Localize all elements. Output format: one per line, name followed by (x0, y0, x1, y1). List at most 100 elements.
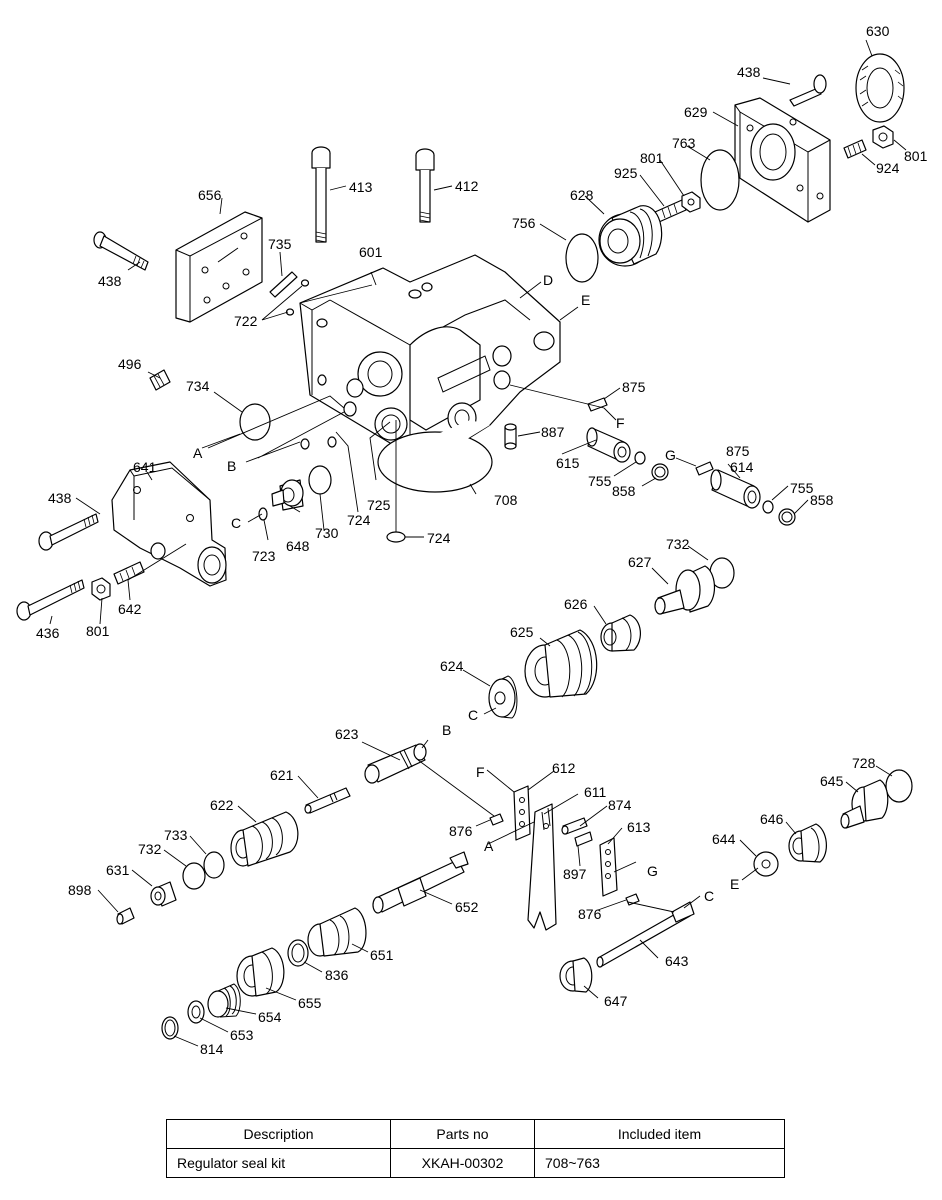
label-E2: E (730, 876, 739, 892)
part-628-piston (598, 205, 663, 267)
part-925-setscrew (654, 199, 687, 223)
part-734-oring (239, 403, 271, 441)
part-413-bolt (311, 146, 331, 243)
label-732-upper: 732 (666, 536, 690, 552)
part-732-oring-lower (182, 862, 206, 890)
label-B2: B (442, 722, 451, 738)
label-722: 722 (234, 313, 258, 329)
part-labels: 630 438 629 763 801 801 925 924 628 756 … (36, 23, 928, 1057)
label-A: A (193, 445, 203, 461)
label-756: 756 (512, 215, 536, 231)
label-645: 645 (820, 773, 844, 789)
label-E: E (581, 292, 590, 308)
label-724-upper: 724 (347, 512, 371, 528)
part-656-cover-plate (175, 211, 263, 323)
label-631: 631 (106, 862, 130, 878)
label-887: 887 (541, 424, 565, 440)
part-874-pin (561, 817, 588, 835)
label-412: 412 (455, 178, 479, 194)
label-836: 836 (325, 967, 349, 983)
label-724-lower: 724 (427, 530, 451, 546)
label-C3: C (704, 888, 714, 904)
part-438-bolt-top (789, 74, 827, 107)
exploded-parts-diagram: 630 438 629 763 801 801 925 924 628 756 … (16, 23, 928, 1057)
part-621-pin (304, 787, 351, 814)
label-646: 646 (760, 811, 784, 827)
label-615: 615 (556, 455, 580, 471)
part-651-sleeve (307, 907, 367, 957)
part-723-oring (258, 507, 268, 521)
part-755-oring-upper (634, 451, 646, 465)
part-898-pin (116, 907, 135, 925)
label-642: 642 (118, 601, 142, 617)
part-801-nut-mid (681, 191, 701, 213)
part-875-pin-lower (695, 461, 714, 476)
label-648: 648 (286, 538, 310, 554)
part-897-pin (574, 831, 593, 847)
header-included-item: Included item (534, 1119, 785, 1149)
label-647: 647 (604, 993, 628, 1009)
label-G: G (665, 447, 676, 463)
label-438-top: 438 (737, 64, 761, 80)
part-654-spring (207, 983, 241, 1018)
part-924-setscrew (843, 139, 867, 159)
part-630-ring-nut (855, 53, 905, 123)
label-436: 436 (36, 625, 60, 641)
label-733: 733 (164, 827, 188, 843)
part-438-bolt-left-top (93, 231, 149, 271)
header-parts-no: Parts no (390, 1119, 535, 1149)
part-436-bolt (16, 579, 85, 621)
label-875-lower: 875 (726, 443, 750, 459)
part-875-pin-upper (587, 397, 608, 412)
label-627: 627 (628, 554, 652, 570)
cell-description: Regulator seal kit (166, 1148, 391, 1178)
cell-included-item: 708~763 (534, 1148, 785, 1178)
label-438-left-top: 438 (98, 273, 122, 289)
part-611-lever (527, 803, 557, 931)
label-924: 924 (876, 160, 900, 176)
label-D: D (543, 272, 553, 288)
label-496: 496 (118, 356, 142, 372)
part-643-rod (596, 901, 695, 968)
part-496-plug (149, 369, 171, 391)
part-614-sleeve (710, 469, 761, 509)
label-438-left-mid: 438 (48, 490, 72, 506)
label-621: 621 (270, 767, 294, 783)
label-413: 413 (349, 179, 373, 195)
part-615-sleeve (586, 427, 631, 463)
label-725: 725 (367, 497, 391, 513)
part-412-bolt (415, 148, 435, 223)
part-722-orings (285, 279, 310, 316)
part-647-seal (559, 957, 593, 993)
part-730-oring (308, 465, 332, 495)
part-438-bolt-left-mid (38, 513, 99, 551)
part-708-gasket (377, 420, 493, 493)
label-763: 763 (672, 135, 696, 151)
label-801-left: 801 (86, 623, 110, 639)
part-733-oring (203, 851, 225, 879)
label-734: 734 (186, 378, 210, 394)
label-652: 652 (455, 899, 479, 915)
label-655: 655 (298, 995, 322, 1011)
label-735: 735 (268, 236, 292, 252)
part-623-spool (364, 743, 427, 784)
part-887-plug (504, 423, 517, 450)
leader-lines (49, 39, 907, 1047)
seal-kit-table: Description Parts no Included item Regul… (166, 1119, 785, 1178)
label-626: 626 (564, 596, 588, 612)
label-875-upper: 875 (622, 379, 646, 395)
label-601: 601 (359, 244, 383, 260)
label-B: B (227, 458, 236, 474)
label-623: 623 (335, 726, 359, 742)
label-732-lower: 732 (138, 841, 162, 857)
part-858-ring-lower (778, 508, 796, 526)
part-641-casing (111, 461, 227, 587)
label-F: F (616, 415, 625, 431)
label-C2: C (468, 707, 478, 723)
part-642-setscrew (113, 561, 145, 585)
part-763-oring (700, 149, 740, 211)
cell-parts-no: XKAH-00302 (390, 1148, 535, 1178)
part-644-seat (753, 851, 779, 877)
table-row: Regulator seal kit XKAH-00302 708~763 (166, 1148, 785, 1178)
label-654: 654 (258, 1009, 282, 1025)
